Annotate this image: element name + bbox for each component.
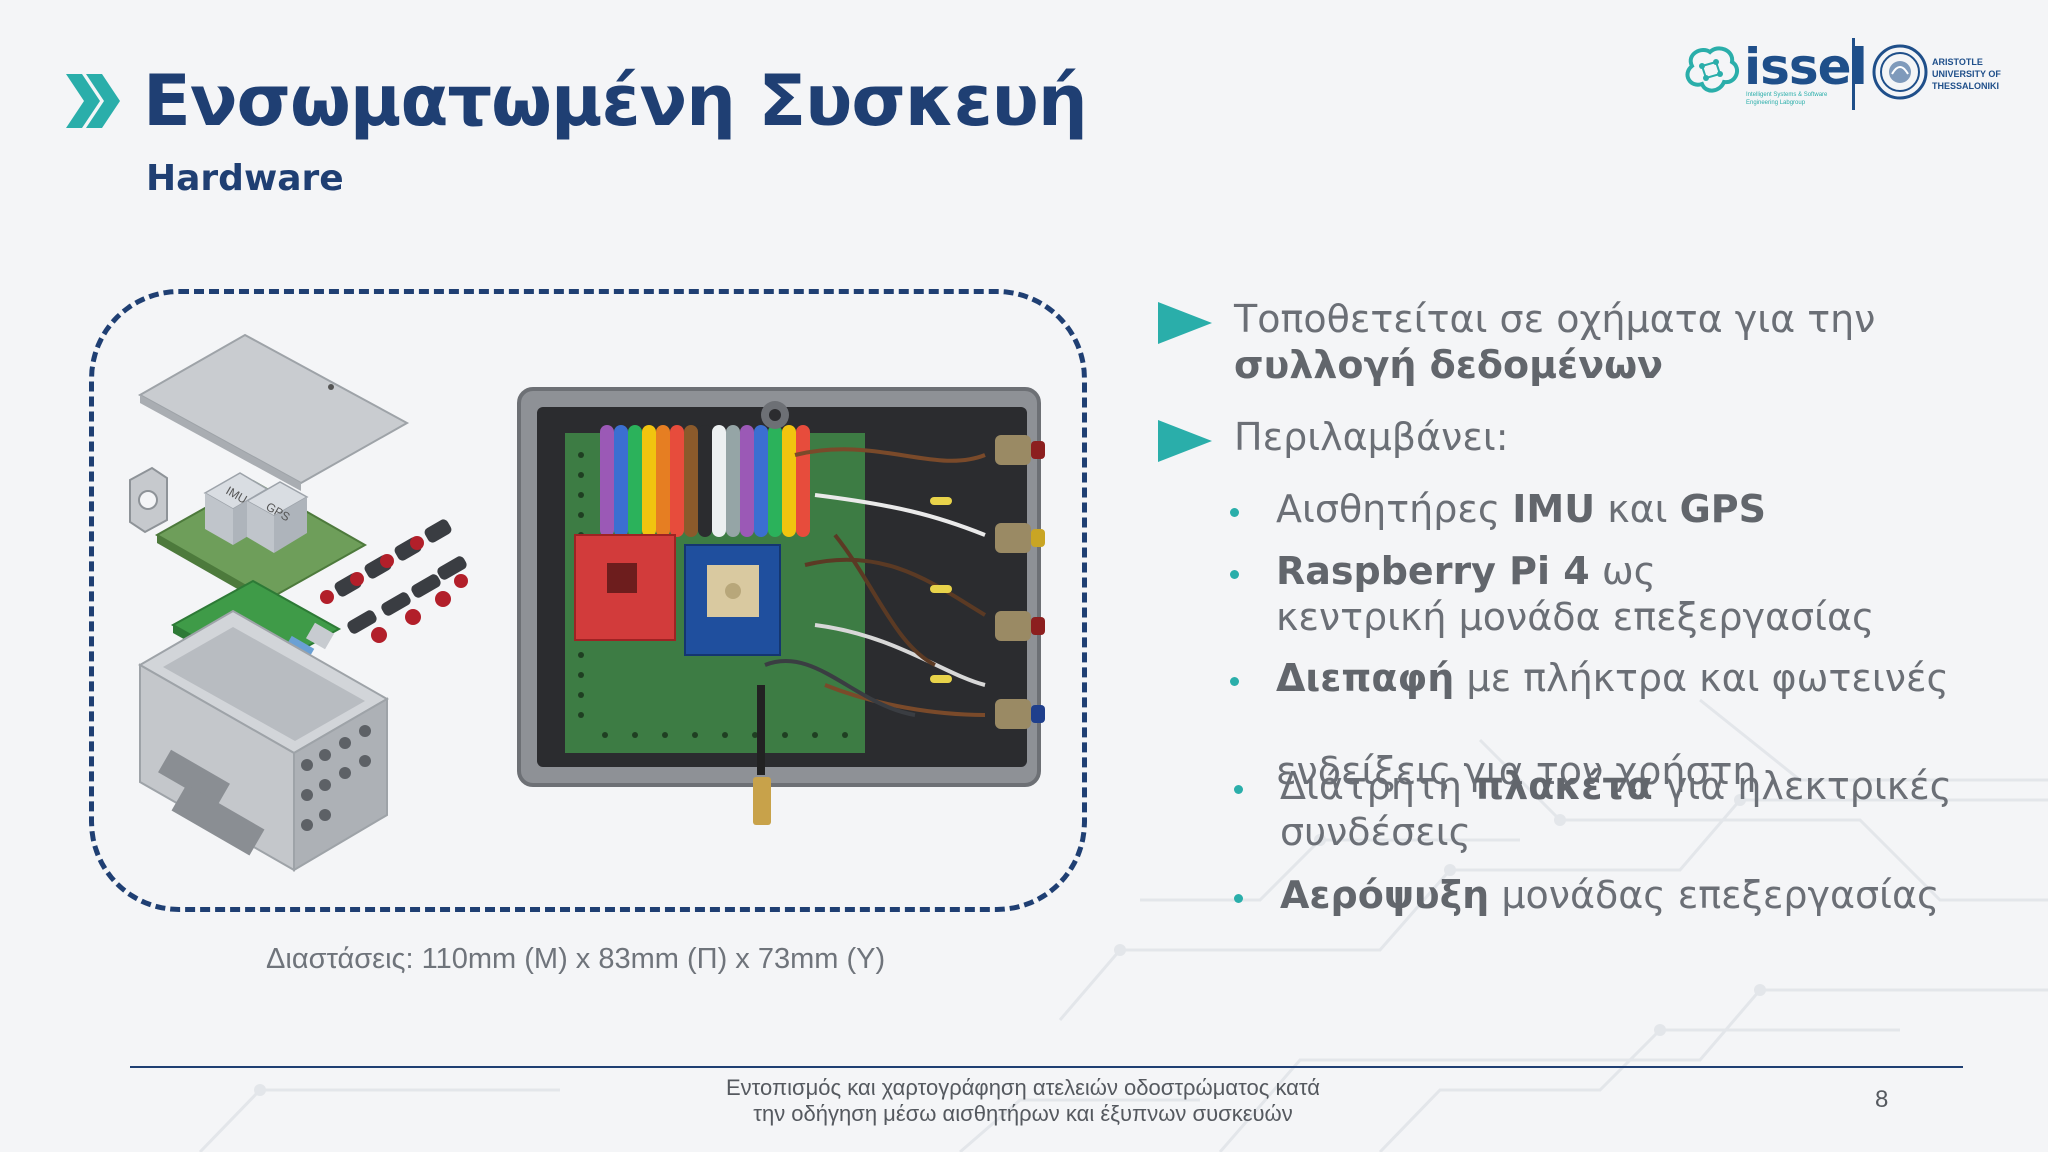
- sub-bullet-dot: [1234, 785, 1243, 794]
- side-push-buttons: [995, 435, 1045, 729]
- bullet-text: Τοποθετείται σε οχήματα για την: [1234, 297, 1876, 341]
- triangle-bullet-icon: [1158, 420, 1212, 462]
- sub-bullet-raspberry: Raspberry Pi 4 ως κεντρική μονάδα επεξερ…: [1276, 549, 1875, 639]
- bullet-text: Περιλαμβάνει:: [1234, 415, 1509, 459]
- footer-divider: [130, 1066, 1963, 1068]
- sub-bullet-dot: [1230, 677, 1239, 686]
- sub-bullet-dot: [1230, 570, 1239, 579]
- sub-bullet-dot: [1234, 894, 1243, 903]
- page-number: 8: [1875, 1086, 1889, 1113]
- issel-logo-tagline: Intelligent Systems & Software Engineeri…: [1746, 92, 1828, 106]
- device-photo: [517, 387, 1045, 825]
- university-name: ARISTOTLE UNIVERSITY OF THESSALONIKI: [1932, 57, 2001, 91]
- header-logos: issel Intelligent Systems & Software Eng…: [1680, 36, 2020, 116]
- page-title: Ενσωματωμένη Συσκευή: [143, 60, 1088, 142]
- issel-logo-word: issel: [1744, 38, 1868, 96]
- double-chevron-icon: [66, 74, 120, 128]
- sub-bullet-perfboard: Διάτρητη πλακέτα για ηλεκτρικές συνδέσει…: [1280, 764, 1952, 854]
- sub-bullet-interface-line2: ενδείξεις για τον χρήστη: [1276, 749, 1757, 793]
- page-subtitle: Hardware: [146, 158, 344, 199]
- issel-brain-icon: [1685, 46, 1740, 93]
- device-dimensions: Διαστάσεις: 110mm (Μ) x 83mm (Π) x 73mm …: [266, 943, 886, 975]
- triangle-bullet-icon: [1158, 302, 1212, 344]
- logo-divider: [1852, 38, 1855, 110]
- footer-title: Εντοπισμός και χαρτογράφηση ατελειών οδο…: [726, 1075, 1320, 1126]
- ribbon-cable: [600, 425, 810, 537]
- sub-bullet-cooling: Αερόψυξη μονάδας επεξεργασίας: [1280, 873, 1940, 917]
- bullet-strong: συλλογή δεδομένων: [1234, 343, 1664, 387]
- sub-bullet-sensors: Αισθητήρες IMU και GPS: [1276, 487, 1767, 531]
- sub-bullet-interface: Διεπαφή με πλήκτρα και φωτεινές: [1276, 656, 1949, 700]
- device-3d-render: IMU GPS: [129, 333, 468, 872]
- university-seal-icon: [1872, 44, 1928, 100]
- sub-bullet-dot: [1230, 508, 1239, 517]
- push-buttons-render: [320, 519, 468, 643]
- figure-frame: [89, 289, 1087, 912]
